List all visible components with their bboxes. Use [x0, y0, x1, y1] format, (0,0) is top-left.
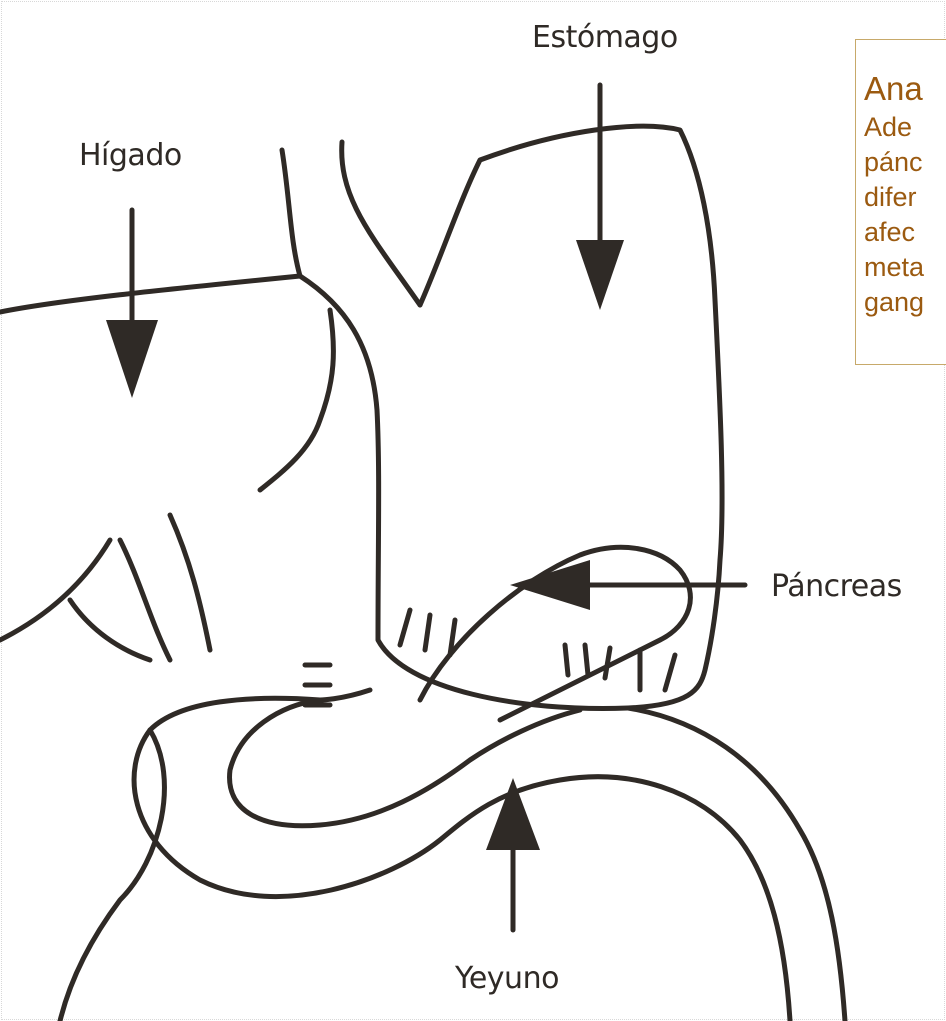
callout-line: difer — [864, 180, 946, 215]
stomach-outline — [300, 126, 722, 708]
arrow-higado-head — [106, 320, 158, 398]
suture-1 — [400, 610, 410, 645]
jejunum-lower — [628, 708, 845, 1021]
suture-6 — [605, 648, 610, 678]
callout-line: meta — [864, 250, 946, 285]
label-yeyuno: Yeyuno — [455, 961, 559, 996]
liver-edge — [0, 276, 300, 312]
callout-line: afec — [864, 215, 946, 250]
jejunum-inner — [230, 700, 580, 826]
bile-duct-2 — [170, 515, 210, 650]
callout-line: gang — [864, 285, 946, 320]
suture-2 — [425, 615, 430, 650]
bile-duct-4 — [70, 600, 150, 660]
arrow-estomago-head — [576, 240, 624, 310]
suture-8 — [665, 655, 675, 690]
callout-line: Ade — [864, 110, 946, 145]
label-higado: Hígado — [79, 138, 182, 173]
jejunum-outer — [60, 730, 164, 1021]
bile-duct-1 — [120, 540, 170, 660]
esophagus-right — [342, 142, 420, 305]
callout-box: Ana Ade pánc difer afec meta gang — [855, 39, 946, 365]
label-pancreas: Páncreas — [771, 569, 902, 604]
suture-4 — [565, 645, 568, 675]
esophagus-left — [282, 150, 300, 276]
duodenum-line — [260, 310, 333, 490]
callout-line: pánc — [864, 145, 946, 180]
suture-5 — [585, 645, 588, 675]
label-estomago: Estómago — [532, 20, 678, 55]
callout-title: Ana — [864, 70, 946, 108]
